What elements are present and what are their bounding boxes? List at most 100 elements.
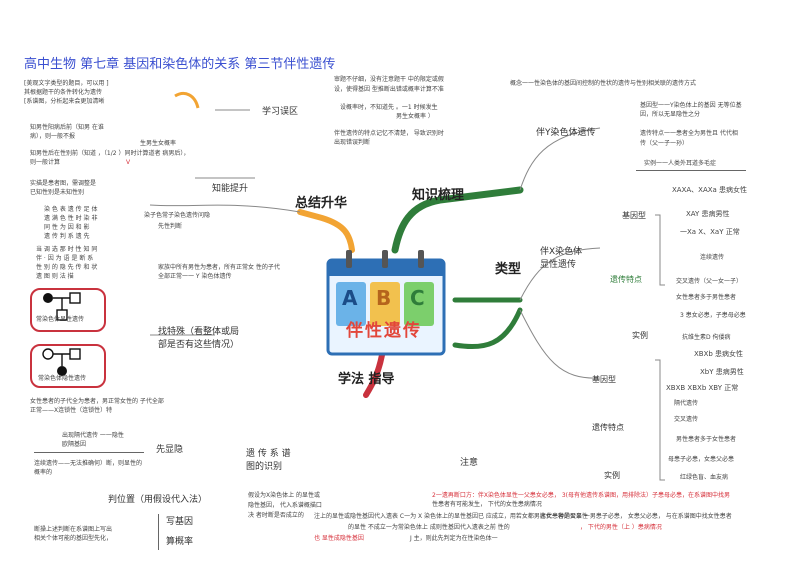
orange-arc xyxy=(174,92,200,109)
branch-orange-curve xyxy=(297,209,355,253)
pedigree-symbol-2 xyxy=(42,348,81,376)
center-letter-a: A xyxy=(342,286,358,310)
genotype-2: XAY 患病男性 xyxy=(686,210,730,218)
genotype2-3: XBXB XBXb XBY 正常 xyxy=(666,384,739,392)
skills-intro-1: 实描是患者图，需调整是 xyxy=(30,180,97,187)
trait-label-1: 遗传特点 xyxy=(610,275,642,284)
branch-green-lower xyxy=(452,307,523,350)
study-note-1: [美观文字类型的题目，可以用 ] xyxy=(24,80,109,87)
study-pitfalls-label: 学习误区 xyxy=(262,107,299,117)
trait-label-2: 遗传特点 xyxy=(592,423,624,432)
check-special-1: 找特殊（看整体或局 xyxy=(158,327,240,337)
assume-note-2: 隐性基因， 代入系谱概描口 xyxy=(248,502,322,509)
mid-note-top-1: 审题不仔细，没有注意题干 中的限定或假 xyxy=(334,76,444,83)
example-2: 红绿色盲、血友病 xyxy=(680,474,729,481)
page-title: 高中生物 第七章 基因和染色体的关系 第三节伴性遗传 xyxy=(24,57,336,72)
trait-1: 连续遗传 xyxy=(700,254,725,261)
conclusion-row-1: 2一遗再断口方：伴X染色体显性一父患女必患， 3(母有他遗传系谱图，用排除法）子… xyxy=(432,492,730,499)
pitfall-item-2a: 知男性后在性别前（知道 ，（1/2 ）同时计算道者 病男后）， xyxy=(30,150,190,157)
right-connector-1 xyxy=(519,127,601,191)
y-note-5: 实例一一人类外耳道多毛症 xyxy=(644,160,717,167)
box-dominant xyxy=(30,288,106,332)
mid-note-top-2: 设，使得基因 型推断出错或概率计算不准 xyxy=(334,86,444,93)
col1-line-2: 遗 满 色 性 时 染 非 xyxy=(44,215,98,222)
example-1: 抗维生素D 佝偻病 xyxy=(682,334,731,341)
step-probability-label: 算概率 xyxy=(166,537,194,547)
y-note-4: 传（父一子一孙） xyxy=(640,140,689,147)
assume-row-3-tail: J 主，则此先判定为在性染色体一 xyxy=(410,535,498,542)
trait2-2: 交叉遗传 xyxy=(674,416,699,423)
y-note-3: 遗传特点一一患者全为男性且 代代相 xyxy=(640,130,738,137)
recessive-title-2: 欧隔基因 xyxy=(62,441,87,448)
trait2-3: 男性患者多于女性患者 xyxy=(676,436,737,443)
check-special-2: 部是否有这些情况） xyxy=(158,340,240,350)
study-note-2: 其根据题干的条件转化为遗传 xyxy=(24,89,103,96)
final-note-2: 相关个体可能的基因型先化， xyxy=(34,535,113,542)
trait-2: 交叉遗传（父一女一子） xyxy=(676,278,743,285)
right-bracket-2 xyxy=(655,359,665,481)
step-position-label: 判位置（用假设代入法） xyxy=(108,495,208,505)
col2-line-4: 遗 图 则 法 描 xyxy=(36,273,74,280)
steps-bracket xyxy=(158,514,159,550)
right-connector-2 xyxy=(519,247,601,301)
branch-method: 学法 指导 xyxy=(338,372,395,387)
y-note-2: 因，所以无显隐性之分 xyxy=(640,111,701,118)
pitfall-item-2-tail: V xyxy=(126,159,131,166)
x-dominant-label-2: 显性遗传 xyxy=(540,260,577,270)
right-connector-3 xyxy=(519,309,601,379)
x-linked-note-1: 女性患者的子代全为患者，男正常女性的 子代全部 xyxy=(30,398,164,405)
mid-note-mid2-2: 出现错误判断 xyxy=(334,139,371,146)
left-connector-3 xyxy=(149,204,301,213)
y-note-1: 基因型一一Y染色体上的基因 无等位基 xyxy=(640,102,742,109)
col2-line-1: 当 调 选 那 时 性 知 同 xyxy=(36,246,98,253)
genotype-3: 一Xa X、XaY 正常 xyxy=(680,228,740,236)
trait-4: 3 患女必患，子患母必患 xyxy=(680,312,746,319)
assume-note-3: 决 者时断是否成立的 xyxy=(248,512,304,519)
col1-line-1: 染 色 表 遗 传 足 体 xyxy=(44,206,98,213)
example-label-1: 实例 xyxy=(632,331,648,340)
conclusion-row-2: 性患者有可能发生， 下代的女性患病情况 xyxy=(432,501,542,508)
box-recessive xyxy=(30,344,106,388)
pitfall-item-2b: 则一般计算 xyxy=(30,159,61,166)
y-note-underline xyxy=(636,170,746,171)
x-linked-note-2: 正常——X连锁性（连锁性）特 xyxy=(30,407,113,414)
y-linked-tip-2: 全部正常一一 Y 染色体遗传 xyxy=(158,273,232,280)
center-illustration: A B C 伴性遗传 xyxy=(324,246,448,358)
mid-note-2: 先性判断 xyxy=(158,223,183,230)
branch-knowledge: 知识梳理 xyxy=(412,188,465,203)
y-linked-tip-1: 家族中所有男性为患者，所有正常女 性的子代 xyxy=(158,264,280,271)
concept-header: 概念一一性染色体的基因间控制的性状的遗传与性别相关联的遗传方式 xyxy=(510,80,697,87)
mid-note-1: 染子色常子染色遗传问隐 xyxy=(144,212,211,219)
trait2-1: 隔代遗传 xyxy=(674,400,699,407)
mid-note-mid-2: 男生女概率 ） xyxy=(396,113,434,120)
branch-green-curve xyxy=(391,186,524,254)
pitfall-item-2-mid: 生男生女概率 xyxy=(140,140,177,147)
genotype2-2: XbY 患病男性 xyxy=(700,368,744,376)
pitfall-item-1b: 病），则一般不报 xyxy=(30,133,76,140)
divider-recessive xyxy=(34,452,144,453)
mid-note-mid-1: 设概率时，不知道先 。一1 时候发生 xyxy=(340,104,438,111)
center-letter-b: B xyxy=(376,286,392,310)
pedigree-symbol-1 xyxy=(43,292,81,321)
attention-label: 注意 xyxy=(460,458,479,468)
genotype-1: XAXA、XAXa 患病女性 xyxy=(672,186,748,194)
genotype-label-2: 基因型 xyxy=(592,375,616,384)
branch-red-curve xyxy=(363,352,385,398)
genotype2-1: XBXb 患病女性 xyxy=(694,350,744,358)
final-note-1: 断操上述判断在系谱图上写出 xyxy=(34,526,113,533)
center-label: 伴性遗传 xyxy=(346,321,422,341)
assume-note-1: 假设为X染色体上 的显性或 xyxy=(248,492,321,499)
col2-line-2: 伴 · 因 为 语 是 断 系 xyxy=(36,255,94,262)
calendar-icon xyxy=(326,250,446,356)
branch-summary: 总结升华 xyxy=(295,196,348,211)
assume-row-1: 注上的显性或隐性基因代入遗表 C一为 X 染色体上的显性基因已 应成立，用若女都… xyxy=(314,513,588,520)
box-recessive-label: 常染色体隐性遗传 xyxy=(38,375,87,382)
branch-types: 类型 xyxy=(495,262,522,277)
recessive-note-1: 连续遗传——无法推确何）断，则显性的 xyxy=(34,460,143,467)
col2-line-3: 性 别 的 隐 先 传 和 状 xyxy=(36,264,98,271)
box-dominant-label: 常染色体显性遗传 xyxy=(36,316,85,323)
col1-line-4: 遗 传 判 系 遗 先 xyxy=(44,233,90,240)
conclusion-row-4: ， 下代的男性（上 ）患病情况 xyxy=(580,524,662,531)
example-label-2: 实例 xyxy=(604,471,620,480)
